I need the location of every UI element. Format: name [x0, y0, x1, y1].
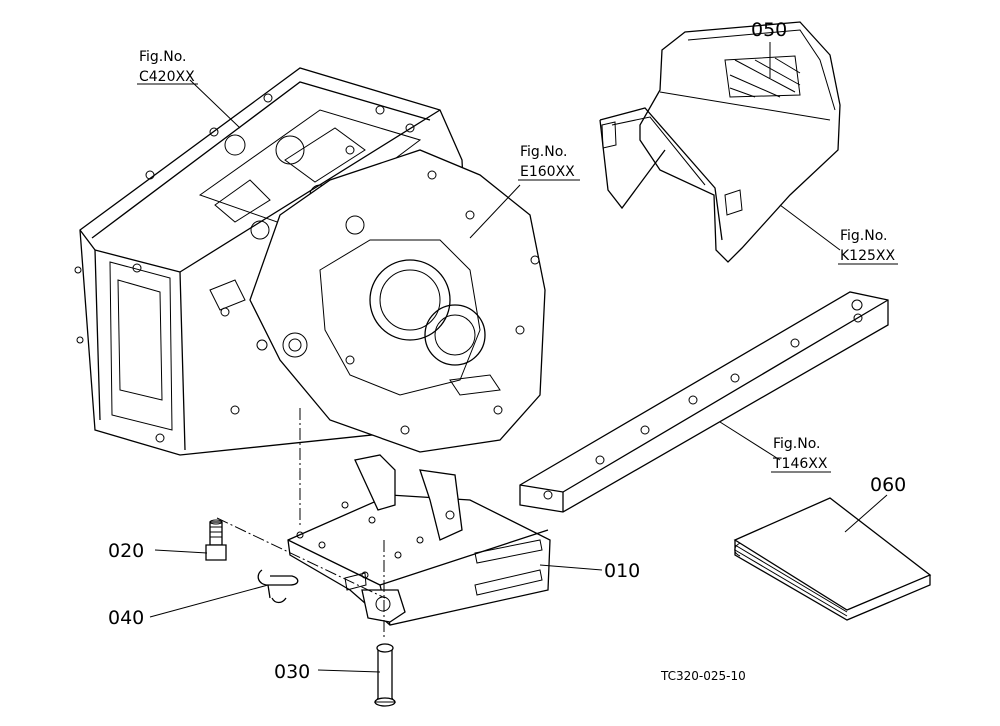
fig-ref-e160xx-code: E160XX	[520, 164, 575, 180]
manual-drawing	[733, 497, 932, 621]
drawing-code: TC320-025-10	[660, 669, 746, 683]
fig-ref-c420xx-title: Fig.No.	[139, 49, 187, 65]
clutch-housing-drawing	[209, 149, 546, 453]
part-number-060: 060	[870, 474, 906, 496]
fig-ref-k125xx-code: K125XX	[840, 248, 895, 264]
fig-ref-c420xx: Fig.No. C420XX	[137, 49, 198, 85]
fig-ref-k125xx-title: Fig.No.	[840, 228, 888, 244]
fig-ref-t146xx-code: T146XX	[772, 456, 828, 472]
drawbar-drawing	[519, 291, 889, 513]
fig-ref-k125xx: Fig.No. K125XX	[838, 228, 898, 265]
part-number-010: 010	[604, 560, 640, 582]
fig-ref-e160xx: Fig.No. E160XX	[518, 144, 580, 181]
part-number-040: 040	[108, 607, 144, 629]
fig-ref-e160xx-title: Fig.No.	[520, 144, 568, 160]
bolt-drawing	[205, 519, 227, 561]
cover-drawing	[599, 21, 841, 263]
fig-ref-t146xx-title: Fig.No.	[773, 436, 821, 452]
clip-drawing	[257, 569, 299, 604]
fig-ref-c420xx-code: C420XX	[139, 69, 195, 85]
fig-ref-t146xx: Fig.No. T146XX	[771, 436, 831, 473]
leader-lines	[149, 42, 888, 673]
bracket-drawing	[287, 454, 551, 626]
part-number-050: 050	[751, 19, 787, 41]
pin-drawing	[374, 643, 396, 707]
part-number-030: 030	[274, 661, 310, 683]
alignment-lines	[216, 408, 386, 640]
part-number-020: 020	[108, 540, 144, 562]
